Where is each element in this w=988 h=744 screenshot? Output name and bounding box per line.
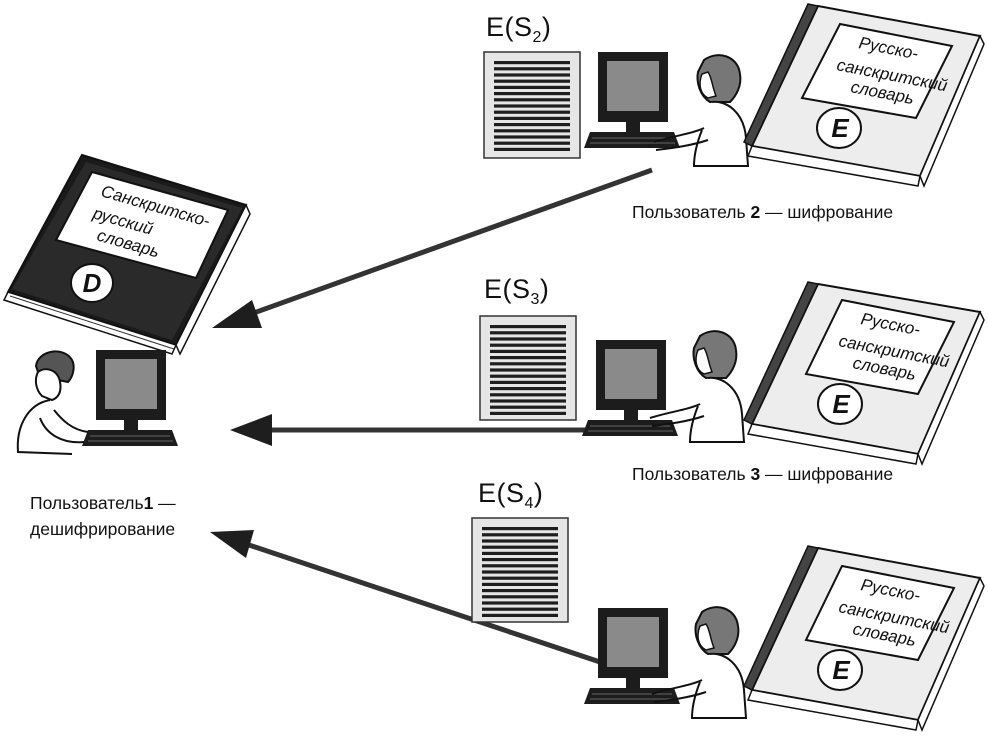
cipher-text-line (494, 98, 570, 102)
cipher-text-line (490, 356, 566, 360)
arrow-user4-to-user1 (210, 530, 613, 669)
cipher-doc-s4 (471, 517, 569, 623)
cipher-text-line (494, 147, 570, 151)
cipher-text-line (494, 110, 570, 114)
user1-workstation (16, 349, 179, 455)
cipher-text-line (482, 533, 558, 537)
cipher-text-line (490, 411, 566, 415)
cipher-title-s2: E(S2) (486, 12, 552, 46)
cipher-text-line (490, 325, 566, 329)
cipher-text-line (490, 349, 566, 353)
cipher-text-line (494, 61, 570, 65)
cipher-text-line (490, 343, 566, 347)
cipher-text-line (482, 570, 558, 574)
cipher-doc-s2 (483, 51, 581, 159)
cipher-text-line (482, 589, 558, 593)
cipher-text-line (490, 374, 566, 378)
cipher-text-line (490, 337, 566, 341)
cipher-text-line (494, 85, 570, 89)
cipher-text-line (482, 564, 558, 568)
cipher-text-line (494, 129, 570, 133)
cipher-text-line (482, 595, 558, 599)
cipher-text-line (490, 405, 566, 409)
cipher-text-line (490, 368, 566, 372)
cipher-text-line (494, 141, 570, 145)
cipher-text-line (482, 576, 558, 580)
russian-sanskrit-dictionary-book-3 (743, 545, 985, 732)
cipher-text-line (482, 601, 558, 605)
cipher-text-line (482, 607, 558, 611)
cipher-text-line (494, 104, 570, 108)
user4-workstation (583, 606, 747, 719)
cipher-text-line (494, 73, 570, 77)
cipher-text-line (490, 331, 566, 335)
cipher-title-s3: E(S3) (484, 274, 550, 308)
cipher-text-line (482, 582, 558, 586)
cipher-text-line (490, 362, 566, 366)
user3-label: Пользователь 3 — шифрование (632, 464, 894, 484)
cipher-text-line (494, 67, 570, 71)
cipher-title-s4: E(S4) (478, 478, 544, 512)
arrow-user2-to-user1 (212, 167, 653, 328)
cipher-text-line (482, 539, 558, 543)
cipher-doc-s3 (479, 315, 577, 421)
cipher-text-line (494, 92, 570, 96)
cipher-text-line (482, 558, 558, 562)
book-e1-letter: E (831, 113, 849, 143)
user1-label: Пользователь1 — дешифрирование (30, 493, 176, 539)
cipher-text-line (482, 551, 558, 555)
cipher-text-line (482, 527, 558, 531)
book-d-letter: D (83, 268, 102, 298)
cipher-text-line (482, 613, 558, 617)
cipher-text-line (494, 116, 570, 120)
cipher-text-line (494, 135, 570, 139)
cipher-text-line (494, 79, 570, 83)
cipher-text-line (490, 399, 566, 403)
cipher-text-line (482, 545, 558, 549)
user2-label: Пользователь 2 — шифрование (632, 202, 894, 222)
cipher-text-line (494, 123, 570, 127)
user3-workstation (581, 330, 745, 443)
user2-workstation (583, 51, 749, 167)
sanskrit-russian-dictionary-book (2, 153, 251, 356)
cipher-text-line (490, 393, 566, 397)
book-e2-letter: E (832, 389, 850, 419)
russian-sanskrit-dictionary-book-1 (743, 3, 985, 188)
russian-sanskrit-dictionary-book-2 (743, 281, 985, 466)
book-e3-letter: E (832, 655, 850, 685)
cipher-text-line (490, 380, 566, 384)
cipher-text-line (490, 387, 566, 391)
